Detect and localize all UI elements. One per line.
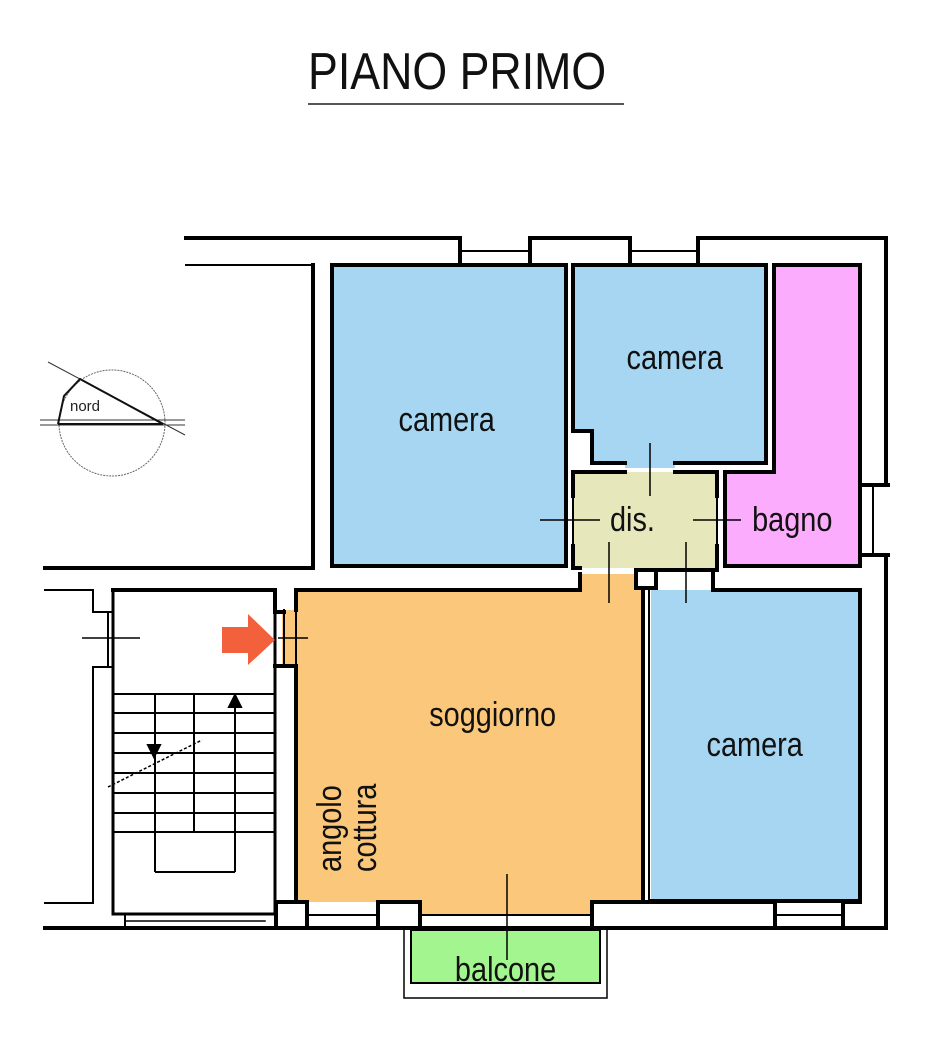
window-top-2 (628, 236, 700, 267)
room-camera-2-fill (573, 265, 766, 468)
title-underline (308, 103, 624, 105)
room-label-angolo: angolo (311, 785, 349, 872)
room-label-cottura: cottura (346, 783, 384, 872)
room-soggiorno-fill (296, 574, 643, 915)
door-markers (82, 443, 741, 960)
room-label-dis: dis. (609, 501, 655, 539)
entrance-arrow-icon (222, 614, 275, 665)
room-label-soggiorno: soggiorno (429, 696, 557, 734)
compass-label: nord (70, 398, 101, 415)
room-camera-1-fill (332, 265, 566, 566)
room-label-bagno: bagno (752, 501, 833, 539)
room-fills (282, 265, 860, 983)
room-label-camera-3: camera (706, 726, 803, 764)
room-bagno-fill (725, 265, 860, 566)
room-camera-3-fill (651, 590, 860, 901)
room-label-balcone: balcone (454, 951, 557, 989)
north-compass-icon (40, 361, 186, 477)
staircase-icon (107, 692, 275, 873)
window-top-1 (458, 236, 532, 267)
window-right (858, 483, 890, 557)
window-bottom-2 (774, 900, 845, 930)
page-title: PIANO PRIMO (308, 43, 607, 101)
room-balcone-fill (411, 930, 600, 983)
room-label-camera-1: camera (398, 401, 495, 439)
window-bottom-1 (305, 900, 380, 930)
room-label-camera-2: camera (626, 339, 723, 377)
